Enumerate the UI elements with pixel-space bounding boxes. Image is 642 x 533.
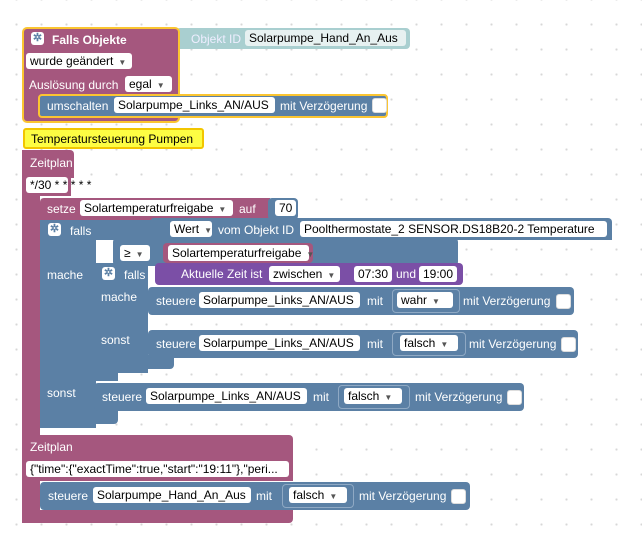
if-inner-else-label: sonst [101,333,130,347]
do-action-delay-label: mit Verzögerung [463,294,551,308]
trigger-by-value: egal [129,77,152,91]
if-outer-do-label: mache [47,268,84,282]
object-id-field[interactable]: Solarpumpe_Hand_An_Aus [245,30,406,46]
chevron-down-icon: ▼ [327,271,336,280]
inner-else-action-label: steuere [156,337,197,351]
inner-else-object-field[interactable]: Solarpumpe_Links_AN/AUS [199,335,360,351]
schedule2-action-label: steuere [48,489,89,503]
outer-else-value: falsch [348,389,380,403]
set-variable-dropdown[interactable]: Solartemperaturfreigabe ▼ [80,200,233,216]
if-inner-bar-bottom [94,355,174,369]
gear-icon[interactable]: ✲ [48,223,61,236]
sensor-object-field[interactable]: Poolthermostate_2 SENSOR.DS18B20-2 Tempe… [300,221,607,237]
do-value-dropdown[interactable]: wahr ▼ [397,292,453,308]
toggle-delay-label: mit Verzögerung [280,99,368,113]
set-variable-value: Solartemperaturfreigabe [84,201,214,215]
condition-dropdown[interactable]: wurde geändert ▼ [26,53,132,69]
time-from-field[interactable]: 07:30 [354,266,392,282]
schedule2-value-dropdown[interactable]: falsch ▼ [289,487,347,503]
value-field-value: Wert [174,222,200,236]
number-field[interactable]: 70 [275,200,296,216]
inner-else-value: falsch [404,336,436,350]
chevron-down-icon: ▼ [156,81,165,90]
schedule2-spine [22,435,40,523]
schedule1-cron-field[interactable]: */30 * * * * * [26,177,91,193]
do-action-with-label: mit [367,294,383,308]
gear-icon[interactable]: ✲ [31,32,44,45]
chevron-down-icon: ▼ [440,340,449,349]
if-inner-do-label: mache [101,290,138,304]
schedule1-label: Zeitplan [30,156,73,170]
inner-else-with-label: mit [367,337,383,351]
chevron-down-icon: ▼ [384,393,393,402]
time-operator-dropdown[interactable]: zwischen ▼ [269,266,340,282]
trigger-by-label: Auslösung durch [29,78,119,92]
if-inner-label: falls [124,268,146,282]
if-block-outer[interactable] [40,220,96,428]
toggle-delay-checkbox[interactable] [372,98,387,113]
chevron-down-icon: ▼ [432,297,440,306]
gear-icon[interactable]: ✲ [102,267,115,280]
inner-else-value-dropdown[interactable]: falsch ▼ [400,335,458,351]
of-object-label: vom Objekt ID [218,223,295,237]
chevron-down-icon: ▼ [118,58,127,67]
do-action-label: steuere [156,294,197,308]
if-outer-else-label: sonst [47,386,76,400]
if-outer-bottom [40,408,118,424]
trigger-by-dropdown[interactable]: egal ▼ [125,76,172,92]
comment-text: Temperatursteuerung Pumpen [31,132,194,146]
trigger-title: Falls Objekte [52,33,127,47]
schedule2-with-label: mit [256,489,272,503]
operator-value: ≥ [124,246,131,260]
schedule2-object-field[interactable]: Solarpumpe_Hand_An_Aus [93,487,251,503]
object-id-label: Objekt ID [191,32,242,46]
outer-else-delay-checkbox[interactable] [507,390,522,405]
chevron-down-icon: ▼ [135,250,144,259]
condition-value: wurde geändert [30,54,114,68]
time-and-label: und [396,267,417,281]
do-value: wahr [401,293,428,307]
time-operator-value: zwischen [273,267,323,281]
comment-block[interactable] [23,128,204,149]
toggle-action-label: umschalten [47,99,109,113]
chevron-down-icon: ▼ [218,205,227,214]
outer-else-with-label: mit [313,390,329,404]
schedule2-label: Zeitplan [30,440,73,454]
chevron-down-icon: ▼ [329,492,338,501]
schedule2-json-field[interactable]: {"time":{"exactTime":true,"start":"19:11… [26,461,289,477]
outer-else-delay-label: mit Verzögerung [415,390,503,404]
operator-dropdown[interactable]: ≥▼ [120,245,150,261]
schedule2-footer [22,510,293,523]
set-to-label: auf [239,202,256,216]
time-to-field[interactable]: 19:00 [419,266,457,282]
compare-variable-dropdown[interactable]: Solartemperaturfreigabe ▼ [168,245,314,261]
chevron-down-icon: ▼ [204,226,213,235]
chevron-down-icon: ▼ [306,250,315,259]
schedule2-delay-checkbox[interactable] [451,489,466,504]
do-action-delay-checkbox[interactable] [556,294,571,309]
value-dropdown[interactable]: Wert ▼ [170,221,212,237]
compare-variable-value: Solartemperaturfreigabe [172,246,302,260]
set-label: setze [47,202,76,216]
do-action-object-field[interactable]: Solarpumpe_Links_AN/AUS [199,292,360,308]
outer-else-object-field[interactable]: Solarpumpe_Links_AN/AUS [146,388,307,404]
outer-else-value-dropdown[interactable]: falsch ▼ [344,388,402,404]
toggle-object-field[interactable]: Solarpumpe_Links_AN/AUS [114,97,275,113]
inner-else-delay-label: mit Verzögerung [469,337,557,351]
outer-else-action-label: steuere [102,390,143,404]
time-label: Aktuelle Zeit ist [181,267,263,281]
if-block-inner[interactable] [94,263,148,373]
schedule2-delay-label: mit Verzögerung [359,489,447,503]
if-outer-header [40,220,180,240]
inner-else-delay-checkbox[interactable] [561,337,576,352]
schedule2-value: falsch [293,488,325,502]
if-outer-label: falls [70,224,92,238]
schedule1-spine [22,150,40,435]
